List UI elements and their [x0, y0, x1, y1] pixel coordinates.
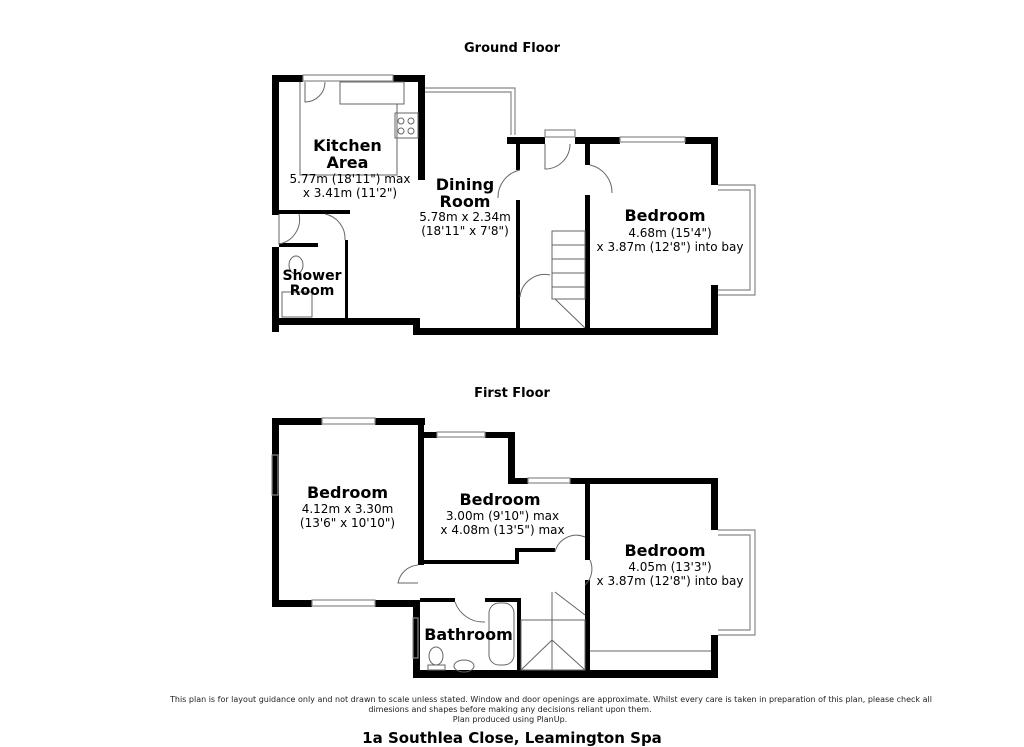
first-bedroom-1-label: Bedroom: [306, 483, 389, 502]
first-floor-fixtures: [397, 534, 711, 673]
dimension-line: x 3.41m (11'2"): [302, 186, 398, 200]
room-name: Area: [326, 153, 369, 172]
ground-bedroom-dimensions: 4.68m (15'4")x 3.87m (12'8") into bay: [585, 226, 755, 254]
room-name: Dining: [435, 175, 495, 194]
first-floor-title: First Floor: [474, 386, 550, 401]
ground-floor-walls: [272, 75, 718, 335]
room-name: Room: [439, 192, 491, 211]
dimension-line: x 3.87m (12'8") into bay: [596, 574, 744, 588]
first-floor-walls: [272, 418, 718, 678]
ground-floor-windows: [302, 74, 756, 296]
dimension-line: 3.00m (9'10") max: [445, 509, 560, 523]
first-floor-windows: [271, 417, 756, 659]
dimension-line: x 4.08m (13'5") max: [440, 523, 565, 537]
room-name: Room: [289, 283, 335, 299]
disclaimer-line: This plan is for layout guidance only an…: [170, 695, 932, 704]
dimension-line: 5.78m x 2.34m: [419, 210, 511, 224]
dimension-line: (13'6" x 10'10"): [299, 516, 396, 530]
first-bedroom-2-label: Bedroom: [459, 490, 541, 509]
dimension-line: 4.12m x 3.30m: [301, 502, 394, 516]
dimension-line: (18'11" x 7'8"): [421, 224, 509, 238]
first-bedroom-1-dimensions: 4.12m x 3.30m(13'6" x 10'10"): [280, 502, 415, 530]
bathroom-label: Bathroom: [424, 625, 513, 644]
property-address: 1a Southlea Close, Leamington Spa: [362, 729, 662, 747]
disclaimer: This plan is for layout guidance only an…: [170, 695, 932, 725]
ground-floor-fixtures: [278, 81, 613, 329]
room-name: Shower: [282, 268, 342, 284]
first-bedroom-3-dimensions: 4.05m (13'3")x 3.87m (12'8") into bay: [585, 560, 755, 588]
dimension-line: 5.77m (18'11") max: [289, 172, 411, 186]
disclaimer-line: dimesions and shapes before making any d…: [368, 705, 652, 714]
dimension-line: 4.68m (15'4"): [628, 226, 712, 240]
room-name: Kitchen: [313, 136, 382, 155]
ground-bedroom-label: Bedroom: [624, 206, 706, 225]
dimension-line: x 3.87m (12'8") into bay: [596, 240, 744, 254]
disclaimer-line: Plan produced using PlanUp.: [452, 715, 568, 724]
first-bedroom-3-label: Bedroom: [624, 541, 706, 560]
dimension-line: 4.05m (13'3"): [628, 560, 712, 574]
dining-dimensions: 5.78m x 2.34m(18'11" x 7'8"): [405, 210, 525, 238]
ground-floor-title: Ground Floor: [464, 41, 560, 56]
